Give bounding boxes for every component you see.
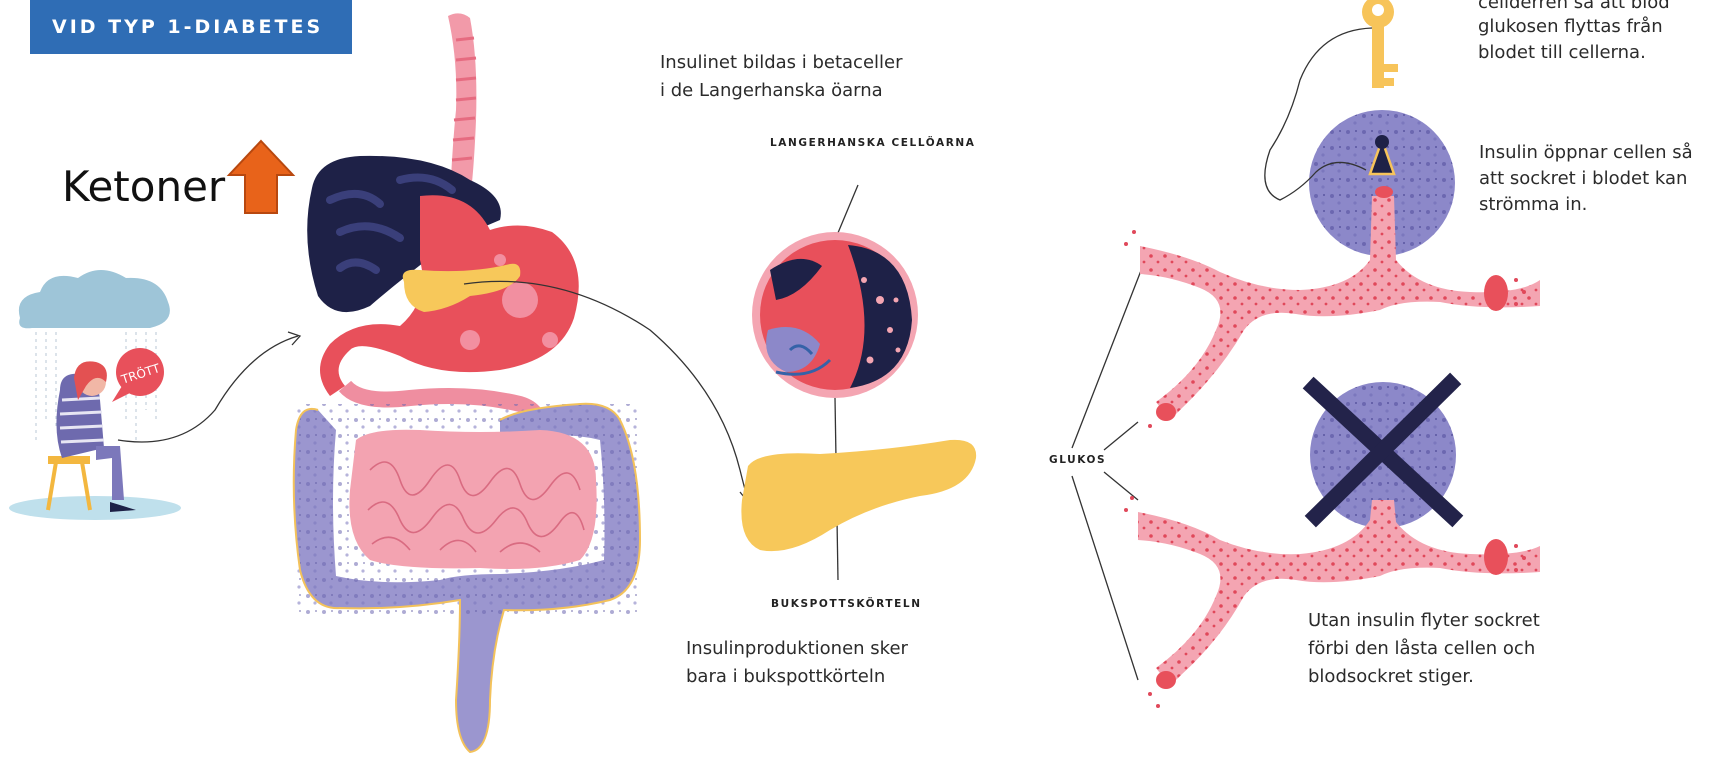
up-arrow-icon: [229, 141, 293, 213]
without-text-line-3: blodsockret stiger.: [1308, 666, 1474, 687]
production-line-2: bara i bukspottkörteln: [686, 666, 885, 687]
insulin-formed-line-1: Insulinet bildas i betaceller: [660, 52, 903, 73]
pancreas-illustration: [741, 440, 976, 551]
without-text-line-2: förbi den låsta cellen och: [1308, 638, 1535, 659]
digestive-system-illustration: [294, 13, 640, 752]
langerhans-label: LANGERHANSKA CELLÖARNA: [770, 135, 976, 149]
production-line-1: Insulinproduktionen sker: [686, 638, 909, 659]
open-text-line-1: Insulin öppnar cellen så: [1479, 142, 1693, 163]
key-text-line-3: blodet till cellerna.: [1478, 42, 1646, 63]
key-text-line-2: glukosen flyttas från: [1478, 16, 1663, 37]
insulin-formed-line-2: i de Langerhanska öarna: [660, 80, 883, 101]
open-text-line-2: att sockret i blodet kan: [1479, 168, 1687, 189]
open-text-line-3: strömma in.: [1479, 194, 1587, 215]
without-text-line-1: Utan insulin flyter sockret: [1308, 610, 1540, 631]
glucose-label: GLUKOS: [1049, 454, 1106, 466]
tired-person-illustration: TRÖTT: [9, 270, 181, 520]
glucose-pointer-lines: [1072, 268, 1142, 680]
pancreas-label: BUKSPOTTSKÖRTELN: [771, 596, 922, 610]
key-text-line-1: cellderren så att blod: [1478, 0, 1670, 13]
